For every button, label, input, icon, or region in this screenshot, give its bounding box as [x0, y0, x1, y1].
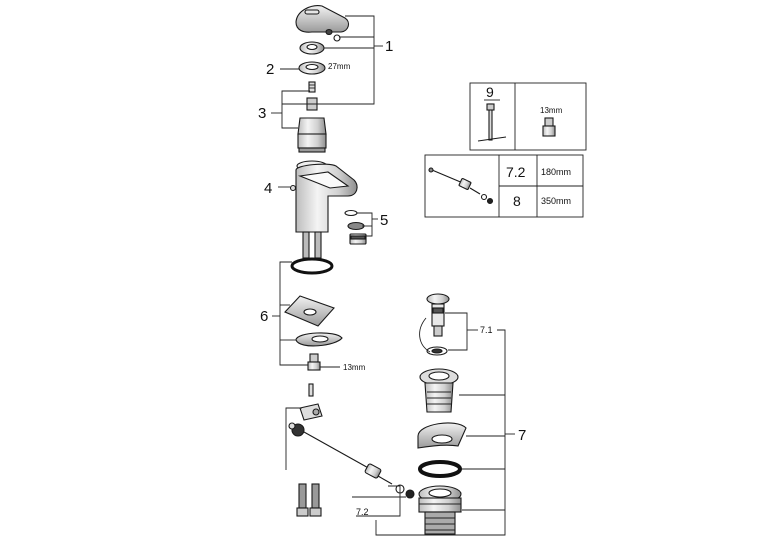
popup-stopper [426, 293, 450, 337]
drain-flange [419, 368, 459, 413]
callout-3: 3 [258, 105, 266, 122]
table-dim-13mm: 13mm [540, 106, 563, 115]
faucet-body [289, 160, 358, 233]
table-row2-length: 350mm [541, 196, 571, 206]
reference-table-bottom: 7.2 180mm 8 350mm [424, 154, 584, 218]
screw [308, 81, 316, 93]
callout-4: 4 [264, 180, 272, 197]
table-number-9: 9 [486, 84, 494, 100]
mounting-bracket [284, 295, 343, 347]
drain-nut [418, 485, 462, 535]
callout-6: 6 [260, 308, 268, 325]
o-ring [290, 257, 334, 275]
callout-7-1: 7.1 [480, 325, 493, 335]
supply-hose-stubs [302, 231, 322, 259]
dim-13mm: 13mm [343, 363, 366, 372]
drain-bracket [417, 422, 467, 449]
reference-table-top: 9 13mm [469, 82, 587, 151]
callout-2: 2 [266, 61, 274, 78]
mounting-nut [307, 353, 321, 371]
retaining-ring [298, 61, 326, 75]
table-row2-number: 8 [513, 193, 521, 209]
cartridge [297, 117, 327, 153]
leader-lines [271, 15, 515, 536]
cap-ring [299, 41, 325, 55]
table-row1-length: 180mm [541, 167, 571, 177]
aerator [344, 209, 367, 245]
table-row1-number: 7.2 [506, 164, 526, 180]
callout-5: 5 [380, 212, 388, 229]
callout-labels: 1 2 27mm 3 4 5 6 13mm 7.1 7 7.2 [258, 38, 526, 517]
callout-1: 1 [385, 38, 393, 55]
lever-handle [295, 5, 350, 42]
dim-27mm: 27mm [328, 62, 351, 71]
flexible-hoses [296, 483, 322, 517]
popup-linkage [288, 403, 415, 499]
drain-gasket [418, 460, 462, 478]
callout-7: 7 [518, 427, 526, 444]
callout-7-2: 7.2 [356, 507, 369, 517]
stopper-seal [426, 346, 448, 356]
threaded-rod [308, 383, 314, 397]
